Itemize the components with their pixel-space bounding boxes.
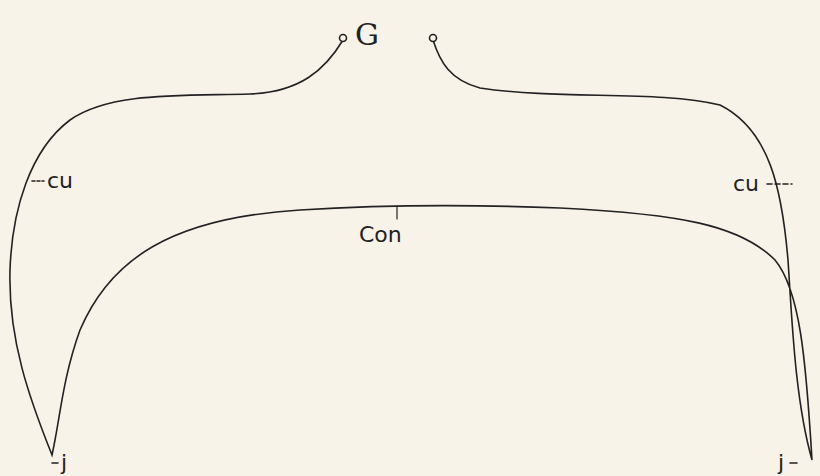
- part-label: cu: [733, 173, 759, 195]
- leader-line: [52, 462, 58, 464]
- part-label: j: [61, 452, 67, 474]
- leader-line: [32, 180, 44, 182]
- leader-line: [396, 207, 397, 219]
- terminal-dot: [430, 35, 437, 42]
- leader-line: [790, 462, 797, 464]
- part-label: j: [778, 452, 784, 474]
- part-label: Con: [359, 224, 402, 246]
- part-letter: G: [355, 20, 379, 50]
- part-label: cu: [47, 170, 73, 192]
- outer-contour: [10, 40, 812, 460]
- leader-line: [767, 183, 792, 185]
- terminal-dot: [340, 35, 347, 42]
